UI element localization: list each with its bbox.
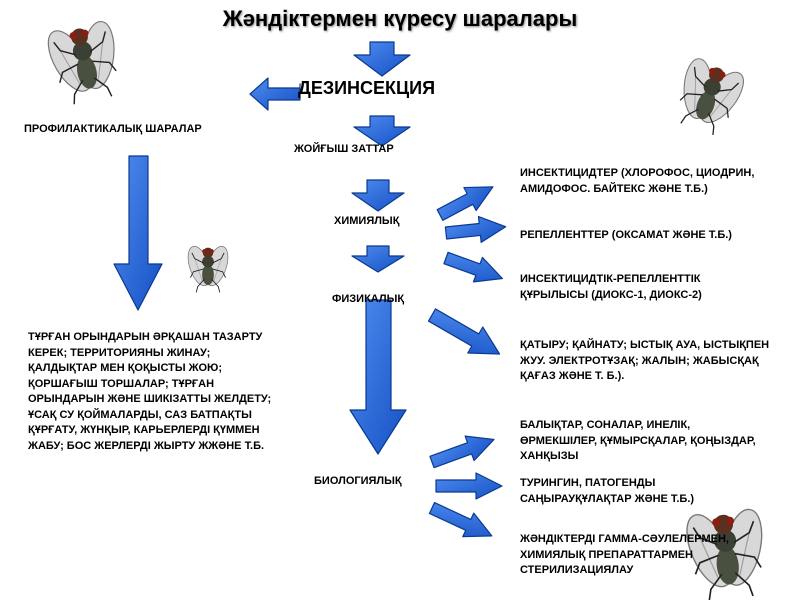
- destructive-label: ЖОЙҒЫШ ЗАТТАР: [294, 143, 394, 155]
- arrow-phys-1: [427, 308, 501, 355]
- arrow-chem-3: [443, 251, 503, 283]
- prophylactic-measures-text: ТҰРҒАН ОРЫНДАРЫН ӘРҚАШАН ТАЗАРТУ КЕРЕК; …: [28, 331, 272, 452]
- arrow-chem-2: [444, 215, 507, 243]
- fly-icon: [186, 243, 230, 293]
- arrow-to-physical: [351, 245, 405, 273]
- chemical-item-insecticides: ИНСЕКТИЦИДТЕР (ХЛОРОФОС, ЦИОДРИН, АМИДОФ…: [520, 167, 755, 195]
- arrow-to-prophylactic: [249, 77, 301, 111]
- arrow-to-biological: [349, 299, 407, 455]
- chemical-item-insecticide-repellent: ИНСЕКТИЦИДТІК-РЕПЕЛЛЕНТТІК ҚҰРЫЛЫСЫ (ДИО…: [520, 273, 702, 301]
- main-node-disinsection: ДЕЗИНСЕКЦИЯ: [298, 78, 436, 98]
- biological-item-predators: БАЛЫҚТАР, СОНАЛАР, ИНЕЛІК, ӨРМЕКШІЛЕР, Қ…: [520, 419, 756, 462]
- biological-item-pathogens: ТУРИНГИН, ПАТОГЕНДЫ САҢЫРАУҚҰЛАҚТАР ЖӘНЕ…: [520, 477, 695, 505]
- physical-label: ФИЗИКАЛЫҚ: [332, 293, 405, 305]
- arrow-to-chemical: [351, 179, 405, 212]
- chemical-item-repellents: РЕПЕЛЛЕНТТЕР (ОКСАМАТ ЖӘНЕ Т.Б.): [520, 229, 732, 241]
- physical-methods-text: ҚАТЫРУ; ҚАЙНАТУ; ЫСТЫҚ АУА, ЫСТЫҚПЕН ЖУУ…: [520, 339, 770, 382]
- arrow-prophylactic-down: [113, 155, 163, 311]
- arrow-bio-2: [435, 472, 503, 500]
- arrow-title-down: [353, 41, 411, 77]
- biological-item-sterilization: ЖӘНДІКТЕРДІ ГАММА-СӘУЛЕЛЕРМЕН, ХИМИЯЛЫҚ …: [520, 533, 729, 576]
- fly-icon: [664, 49, 755, 142]
- arrow-bio-1: [429, 435, 495, 469]
- arrow-bio-3: [428, 501, 493, 538]
- page-title: Жәндіктермен күресу шаралары: [222, 6, 578, 31]
- arrow-chem-1: [436, 186, 494, 221]
- biological-label: БИОЛОГИЯЛЫҚ: [314, 475, 402, 487]
- prophylactic-label: ПРОФИЛАКТИКАЛЫҚ ШАРАЛАР: [24, 123, 202, 135]
- arrow-to-destructive: [353, 115, 411, 147]
- chemical-label: ХИМИЯЛЫҚ: [334, 215, 400, 227]
